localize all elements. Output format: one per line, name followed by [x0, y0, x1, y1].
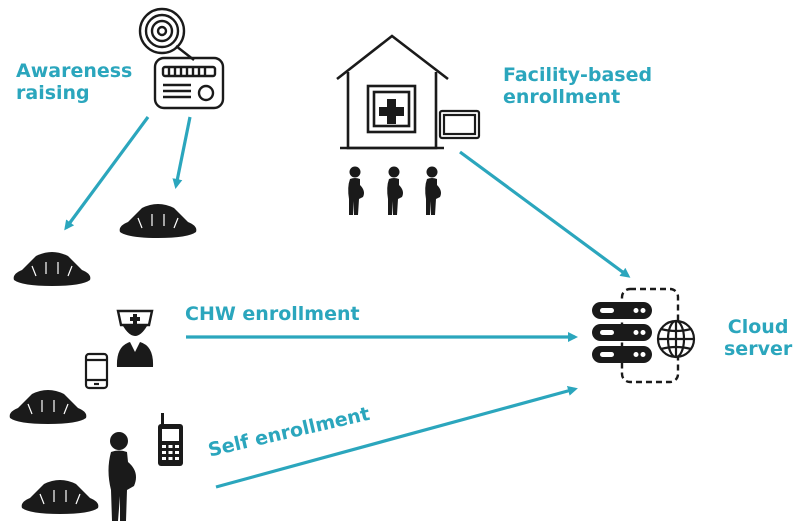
pregnant-woman-icon [425, 166, 441, 215]
facility-label-line-2: enrollment [503, 86, 621, 109]
cloud-label-line-1: Cloud [727, 316, 789, 338]
cloud-server-label: Cloud server [724, 316, 792, 361]
radio-icon [138, 7, 225, 110]
hut-icon [13, 251, 91, 287]
awareness-raising-label: Awareness raising [16, 60, 132, 105]
server-icon [592, 287, 680, 384]
hut-icon [119, 203, 197, 239]
arrow-radio-to-village-right [172, 116, 192, 189]
globe-icon [656, 319, 696, 359]
feature-phone-icon [158, 413, 183, 466]
facility-label-line-1: Facility-based [503, 64, 653, 86]
mobile-phone-icon [84, 352, 109, 390]
cloud-label-line-2: server [724, 338, 793, 361]
arrow-facility-to-cloud [459, 150, 631, 278]
facility-enrollment-label: Facility-based enrollment [503, 64, 652, 109]
chw-enrollment-label: CHW enrollment [185, 303, 360, 325]
pregnant-woman-icon [387, 166, 403, 215]
hut-icon [9, 389, 87, 425]
pregnant-woman-icon [348, 166, 364, 215]
arrow-self-to-cloud [215, 386, 578, 489]
tablet-icon [438, 109, 481, 140]
clinic-icon [336, 34, 449, 150]
awareness-label-line-1: Awareness [16, 60, 133, 82]
arrow-radio-to-village-left [64, 116, 150, 231]
hut-icon [21, 479, 99, 515]
nurse-icon [116, 309, 154, 367]
awareness-label-line-2: raising [16, 82, 90, 105]
pregnant-woman-self-icon [108, 432, 136, 521]
pregnant-women-group [348, 166, 441, 215]
